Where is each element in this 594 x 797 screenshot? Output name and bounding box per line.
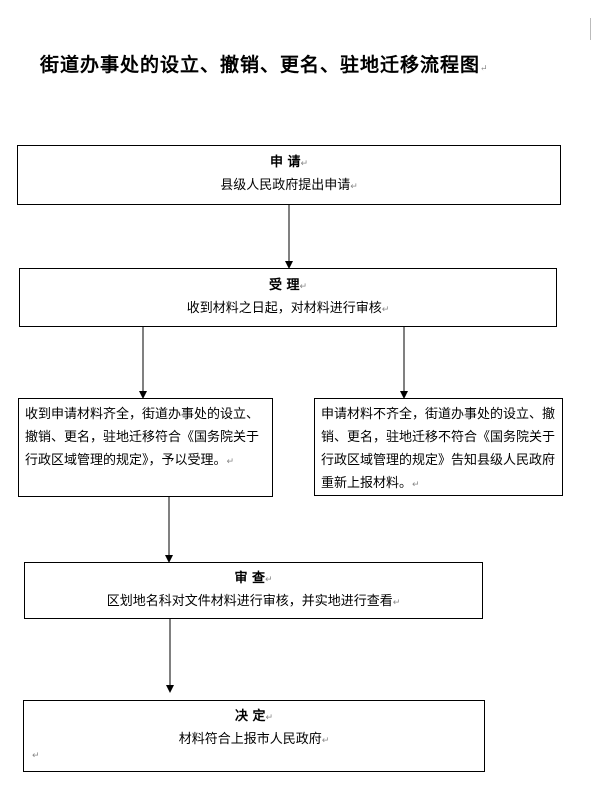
step-decide-heading: 决 定↵	[234, 709, 274, 724]
step-review-description: 区划地名科对文件材料进行审核，并实地进行查看↵	[106, 594, 401, 609]
paragraph-mark: ↵	[265, 713, 274, 723]
paragraph-mark: ↵	[321, 736, 330, 746]
paragraph-mark: ↵	[299, 282, 308, 292]
paragraph-mark: ↵	[412, 480, 420, 490]
step-apply-box: 申 请↵ 县级人民政府提出申请↵	[17, 145, 561, 205]
paragraph-mark: ↵	[350, 182, 358, 192]
step-accept-description: 收到材料之日起，对材料进行审核↵	[186, 301, 390, 316]
paragraph-mark: ↵	[32, 751, 40, 761]
step-review-box: 审 查↵ 区划地名科对文件材料进行审核，并实地进行查看↵	[24, 562, 483, 619]
branch-incomplete-text: 申请材料不齐全，街道办事处的设立、撤销、更名，驻地迁移不符合《国务院关于行政区域…	[321, 407, 556, 491]
step-accept-heading: 受 理↵	[268, 278, 308, 293]
page-corner-mark	[590, 18, 591, 40]
paragraph-mark: ↵	[264, 575, 273, 585]
paragraph-mark: ↵	[226, 457, 235, 467]
branch-incomplete-box: 申请材料不齐全，街道办事处的设立、撤销、更名，驻地迁移不符合《国务院关于行政区域…	[314, 398, 563, 496]
step-apply-heading: 申 请↵	[269, 155, 309, 170]
page-title: 街道办事处的设立、撤销、更名、驻地迁移流程图↵	[40, 54, 489, 76]
step-decide-box: 决 定↵ 材料符合上报市人民政府↵ ↵	[23, 700, 485, 772]
step-decide-description: 材料符合上报市人民政府↵	[178, 732, 330, 747]
step-apply-description: 县级人民政府提出申请↵	[220, 178, 358, 193]
paragraph-mark: ↵	[392, 598, 401, 608]
branch-complete-text: 收到申请材料齐全，街道办事处的设立、撤销、更名，驻地迁移符合《国务院关于行政区域…	[25, 407, 260, 468]
paragraph-mark: ↵	[480, 64, 489, 74]
step-review-heading: 审 查↵	[234, 571, 273, 586]
paragraph-mark: ↵	[381, 305, 390, 315]
paragraph-mark: ↵	[300, 159, 309, 169]
